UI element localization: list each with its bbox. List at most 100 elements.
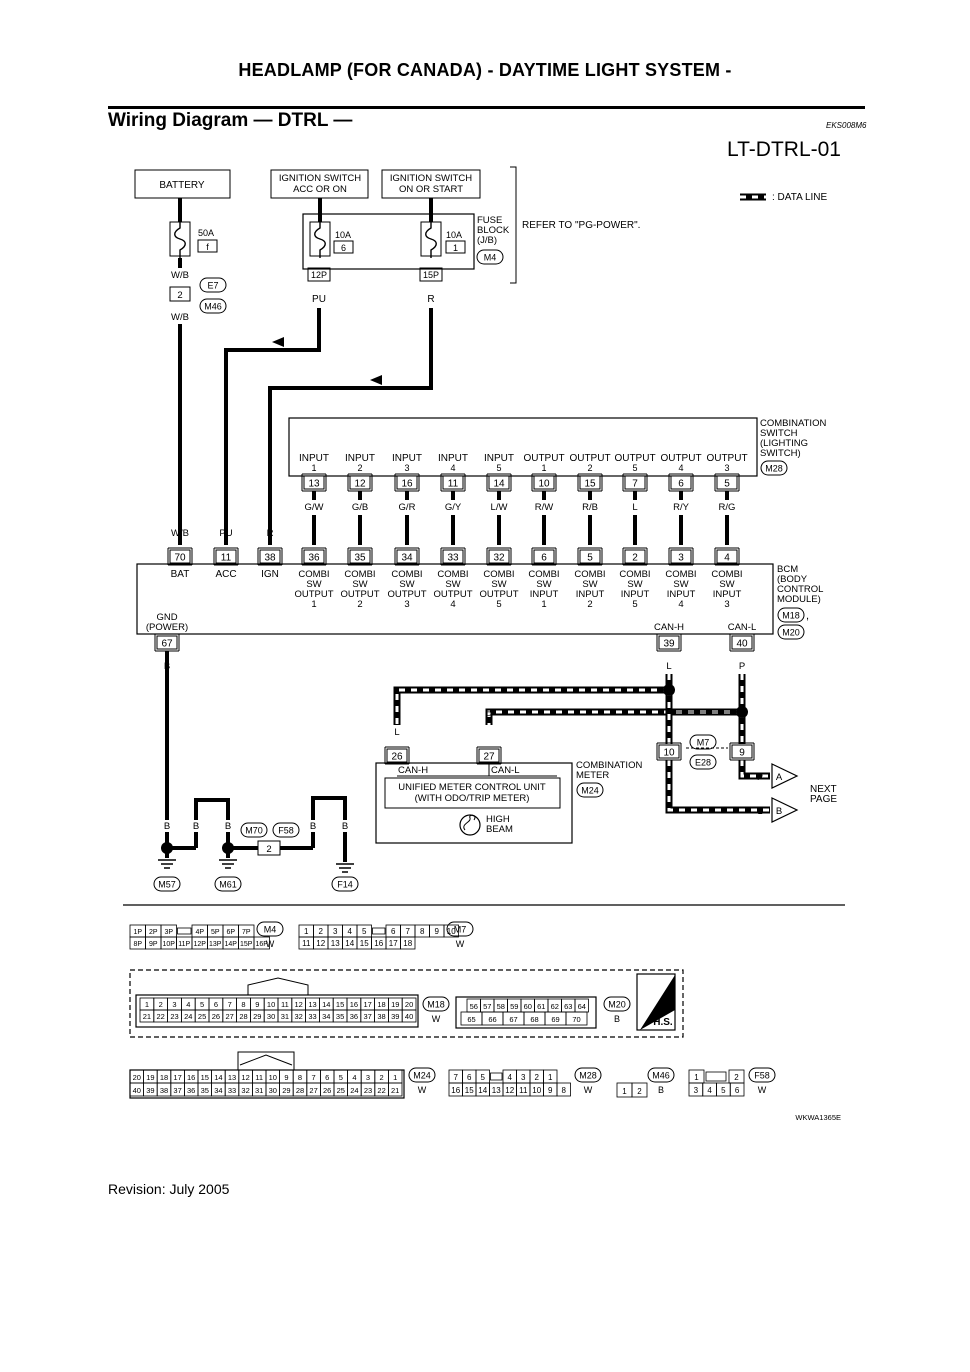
conn-m4-pin: 6P	[226, 929, 235, 936]
bcm-pin-label: 4	[678, 599, 683, 610]
conn-m18-id: M18	[427, 1000, 445, 1010]
bcm-pin: 36	[308, 553, 320, 564]
bcm-pin-label: OUTPUT	[340, 589, 379, 600]
bcm-pin-label: 3	[404, 599, 409, 610]
bcm-pin-label: SW	[306, 579, 321, 590]
conn-m28-cell	[556, 1082, 571, 1097]
conn-pin: 2	[177, 290, 182, 301]
conn-m18-pin: 2	[159, 1000, 163, 1009]
meter-canl-pin: 27	[483, 752, 495, 763]
conn-m28-pin: 13	[492, 1086, 501, 1095]
wire-label: P	[757, 772, 763, 782]
conn-m24-pin: 23	[364, 1086, 372, 1095]
wire-color-label: G/R	[399, 502, 416, 513]
conn-m18-pin: 30	[267, 1012, 275, 1021]
conn-m4-pin: 1P	[133, 929, 142, 936]
bcm-pin-box	[169, 549, 191, 564]
conn-m18-pin: 21	[143, 1012, 151, 1021]
bcm-pin-label: OUTPUT	[479, 589, 518, 600]
combination-switch-conn: M28	[765, 464, 783, 474]
bcm-pin-label: SW	[673, 579, 688, 590]
combination-switch-label: (LIGHTING	[760, 438, 808, 449]
conn-m28-pin: 15	[465, 1086, 474, 1095]
switch-terminal-label: INPUT	[438, 453, 468, 464]
switch-pin: 15	[584, 479, 596, 490]
conn-m46-oval: M46	[204, 302, 222, 312]
bcm-label: CONTROL	[777, 584, 823, 595]
conn-m24-pin: 39	[146, 1086, 154, 1095]
conn-m20-pin: 62	[551, 1002, 559, 1011]
jc-pin-10: 10	[663, 748, 675, 759]
flow-arrow	[370, 375, 382, 385]
conn-m28-pin: 2	[535, 1073, 540, 1082]
jc-conn-m7-outline	[689, 734, 717, 750]
combination-switch-box	[288, 417, 758, 477]
bcm-pin-box	[624, 549, 646, 564]
bcm-canh-pin-box	[658, 635, 680, 650]
bcm-pin-box	[215, 549, 237, 564]
conn-m24-pin: 24	[350, 1086, 358, 1095]
bcm-pin-label: 5	[496, 599, 501, 610]
next-page-label: NEXT	[810, 784, 837, 795]
switch-terminal-num: 1	[311, 463, 316, 473]
conn-color: W	[456, 939, 465, 949]
bcm-pin: 6	[541, 553, 547, 564]
jc-conn-m7: M7	[697, 738, 710, 748]
conn-m20-body	[455, 996, 597, 1029]
bcm-pin-label: COMBI	[711, 569, 742, 580]
conn-m18-m20-housing	[129, 969, 684, 1038]
switch-terminal-label: OUTPUT	[614, 453, 655, 464]
conn-color: W	[266, 939, 275, 949]
bcm-gnd-pin-box	[156, 635, 178, 650]
fuse-block-label: BLOCK	[477, 225, 510, 236]
bcm-pin-box	[579, 549, 601, 564]
conn-m28-pin: 9	[548, 1086, 553, 1095]
switch-pin: 12	[354, 479, 366, 490]
conn-m18-pin: 15	[336, 1000, 344, 1009]
bcm-pin-box	[303, 549, 325, 564]
switch-terminal-num: 2	[357, 463, 362, 473]
conn-m20-pin: 69	[551, 1015, 559, 1024]
bcm-box	[136, 563, 774, 635]
hs-badge-fill	[640, 975, 675, 1030]
wire-label: PU	[219, 528, 232, 539]
bcm-pin-label: INPUT	[667, 589, 696, 600]
wire-gnd	[311, 796, 347, 820]
high-beam-label: BEAM	[486, 824, 513, 835]
bcm-pin-label: 2	[587, 599, 592, 610]
fuse-ign-no: 1	[453, 243, 458, 253]
conn-m18-pin: 19	[391, 1000, 399, 1009]
switch-pin: 14	[493, 479, 505, 490]
conn-f58-pin: 5	[721, 1086, 726, 1095]
fuse-acc-amp: 10A	[335, 230, 351, 240]
conn-m4-pin: 7P	[242, 929, 251, 936]
bcm-pin: 35	[354, 553, 366, 564]
jc-l-out-inner	[667, 760, 770, 812]
conn-m18-pin: 33	[308, 1012, 316, 1021]
conn-m18-body	[135, 994, 419, 1028]
switch-terminal-label: OUTPUT	[523, 453, 564, 464]
meter-label: METER	[576, 770, 609, 781]
wire-label: W/B	[171, 312, 189, 323]
conn-m7-pin: 18	[403, 939, 412, 948]
conn-m24-latch	[239, 1054, 293, 1066]
conn-f58-pin: 6	[735, 1086, 740, 1095]
meter-canh-label: CAN-H	[398, 765, 428, 776]
jc-pin-9: 9	[739, 748, 745, 759]
bcm-conn-m20: M20	[782, 628, 800, 638]
conn-m18-pin: 17	[364, 1000, 372, 1009]
conn-m20-pin: 60	[524, 1002, 532, 1011]
conn-m18-pin: 24	[184, 1012, 192, 1021]
switch-pin: 11	[448, 479, 459, 490]
bcm-pin-label: ACC	[215, 569, 236, 580]
image-code: WKWA1365E	[795, 1113, 841, 1122]
wire-label: L	[757, 806, 762, 816]
conn-m24-pin: 38	[160, 1086, 168, 1095]
switch-terminal-num: 4	[678, 463, 683, 473]
bcm-pin-label: INPUT	[530, 589, 559, 600]
bcm-pin-label: COMBI	[391, 569, 422, 580]
can-h-to-meter-inner	[395, 688, 669, 725]
switch-pin: 16	[401, 479, 413, 490]
switch-pin: 7	[632, 479, 638, 490]
bcm-canh-label: CAN-H	[654, 622, 684, 633]
